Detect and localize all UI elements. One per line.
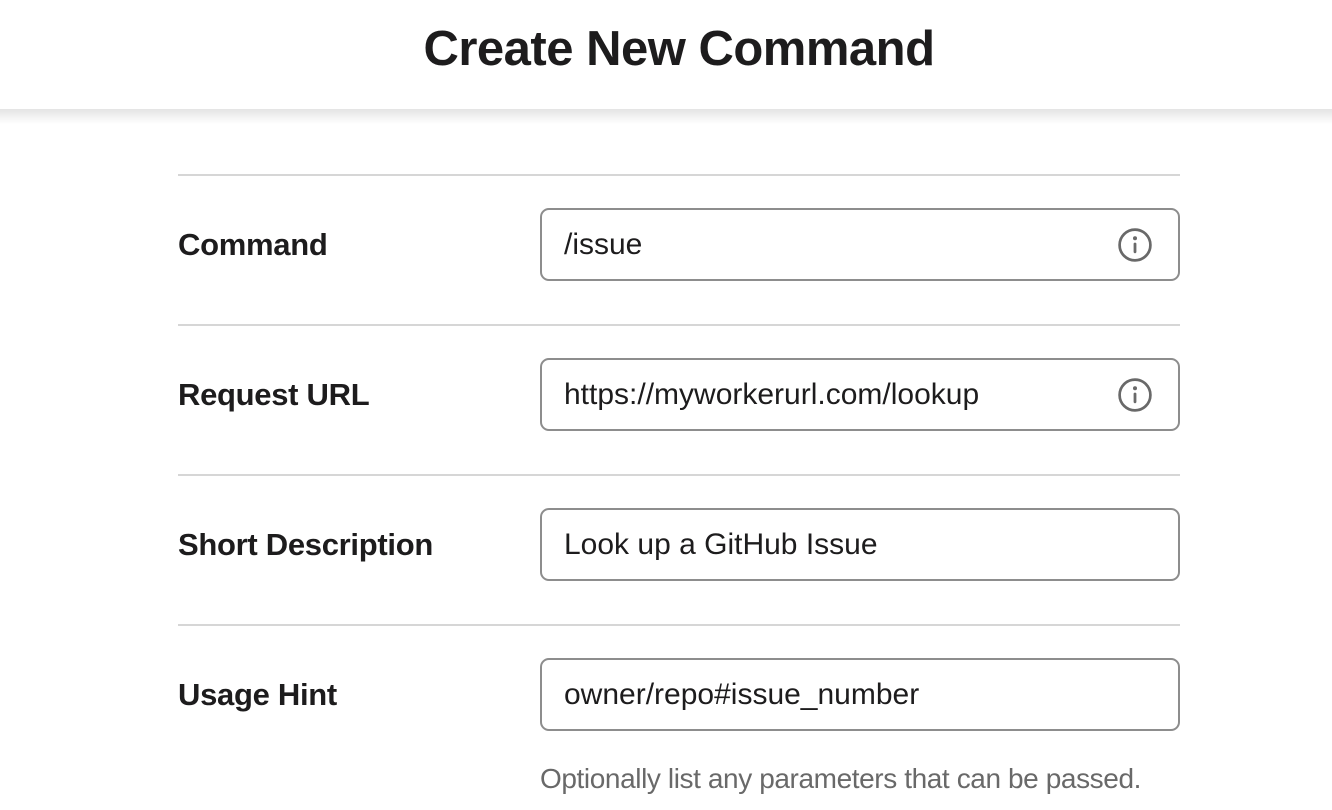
- usage-hint-input[interactable]: [540, 658, 1180, 731]
- page-title: Create New Command: [423, 22, 935, 76]
- short-description-input-wrap: [540, 508, 1180, 581]
- command-label: Command: [178, 227, 328, 262]
- usage-hint-help-text: Optionally list any parameters that can …: [540, 763, 1142, 794]
- header-shadow-divider: [0, 109, 1332, 124]
- modal-header: Create New Command: [0, 0, 1332, 109]
- info-icon[interactable]: [1117, 227, 1153, 263]
- form-row-request-url: Request URL: [178, 324, 1180, 474]
- short-description-label: Short Description: [178, 527, 433, 562]
- info-icon[interactable]: [1117, 377, 1153, 413]
- request-url-input-wrap: [540, 358, 1180, 431]
- usage-hint-input-wrap: [540, 658, 1180, 731]
- request-url-label: Request URL: [178, 377, 370, 412]
- usage-hint-label: Usage Hint: [178, 677, 337, 712]
- request-url-input[interactable]: [540, 358, 1180, 431]
- form-row-usage-hint: Usage Hint Optionally list any parameter…: [178, 624, 1180, 810]
- form-row-short-description: Short Description: [178, 474, 1180, 624]
- command-input-wrap: [540, 208, 1180, 281]
- short-description-input[interactable]: [540, 508, 1180, 581]
- create-command-form: Command Request URL Short Description: [178, 174, 1180, 810]
- command-input[interactable]: [540, 208, 1180, 281]
- form-row-command: Command: [178, 174, 1180, 324]
